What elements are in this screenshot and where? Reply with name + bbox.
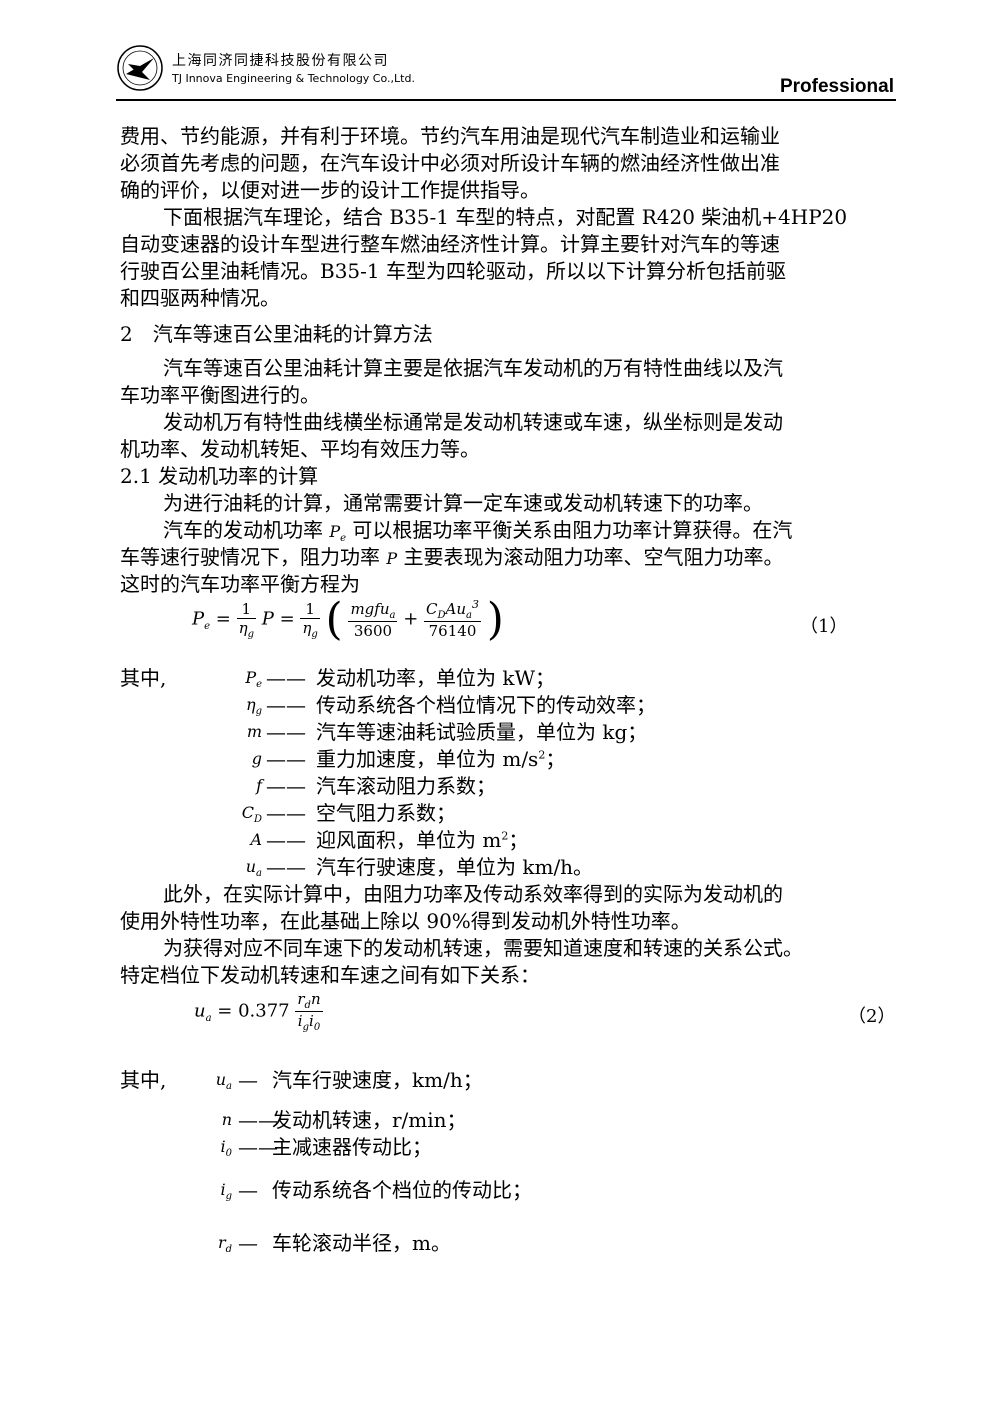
equation-number: （1）: [800, 616, 848, 637]
definition-dash: —: [238, 1178, 258, 1202]
definition-dash: ——: [266, 693, 306, 717]
definition-dash: ——: [266, 666, 306, 690]
symbol-description: 空气阻力系数；: [316, 801, 456, 825]
symbol-description: 迎风面积，单位为 m2；: [316, 828, 529, 852]
definition-dash: —: [238, 1231, 258, 1255]
company-name-cn: 上海同济同捷科技股份有限公司: [172, 53, 389, 69]
paragraph-line: 必须首先考虑的问题，在汽车设计中必须对所设计车辆的燃油经济性做出准: [120, 151, 780, 175]
symbol-description: 传动系统各个档位的传动比；: [272, 1178, 532, 1202]
definition-dash: ——: [238, 1108, 278, 1132]
paragraph-line: 特定档位下发动机转速和车速之间有如下关系：: [120, 963, 540, 987]
where-label: 其中,: [120, 1068, 167, 1092]
symbol-p: P: [386, 549, 398, 568]
paragraph-line: 汽车等速百公里油耗计算主要是依据汽车发动机的万有特性曲线以及汽: [163, 356, 783, 380]
symbol: ig: [220, 1180, 232, 1203]
subsection-heading: 2.1 发动机功率的计算: [120, 464, 319, 488]
paragraph-line: 使用外特性功率，在此基础上除以 90%得到发动机外特性功率。: [120, 909, 691, 933]
symbol: g: [251, 749, 262, 768]
header-rule: [116, 99, 896, 101]
definition-dash: —: [238, 1068, 258, 1092]
text-span: 车等速行驶情况下，阻力功率: [120, 545, 380, 569]
symbol-description: 车轮滚动半径，m。: [272, 1231, 451, 1255]
symbol-description: 发动机功率，单位为 kW；: [316, 666, 556, 690]
paragraph-line: 为进行油耗的计算，通常需要计算一定车速或发动机转速下的功率。: [163, 491, 763, 515]
symbol-description: 汽车行驶速度，单位为 km/h。: [316, 855, 594, 879]
symbol: m: [246, 722, 262, 741]
definition-dash: ——: [266, 774, 306, 798]
header-tag: Professional: [779, 76, 894, 97]
text-span: 汽车的发动机功率: [163, 518, 323, 542]
definition-dash: ——: [266, 747, 306, 771]
paragraph-line: 行驶百公里油耗情况。B35-1 车型为四轮驱动，所以以下计算分析包括前驱: [120, 259, 786, 283]
paragraph-line: 自动变速器的设计车型进行整车燃油经济性计算。计算主要针对汽车的等速: [120, 232, 780, 256]
symbol: CD: [241, 803, 262, 826]
symbol-description: 汽车行驶速度，km/h；: [272, 1068, 483, 1092]
paragraph-line: 此外，在实际计算中，由阻力功率及传动系效率得到的实际为发动机的: [163, 882, 783, 906]
paragraph-line: 费用、节约能源，并有利于环境。节约汽车用油是现代汽车制造业和运输业: [120, 124, 780, 148]
symbol-description: 发动机转速，r/min；: [272, 1108, 467, 1132]
symbol-description: 汽车滚动阻力系数；: [316, 774, 496, 798]
where-label: 其中,: [120, 666, 167, 690]
definition-dash: ——: [266, 855, 306, 879]
paragraph-line: 这时的汽车功率平衡方程为: [120, 572, 360, 596]
paragraph-line: 机功率、发动机转矩、平均有效压力等。: [120, 437, 480, 461]
paragraph-line: 车功率平衡图进行的。: [120, 383, 320, 407]
paragraph-line: 为获得对应不同车速下的发动机转速，需要知道速度和转速的关系公式。: [163, 936, 803, 960]
paragraph-line: 车等速行驶情况下，阻力功率 P 主要表现为滚动阻力功率、空气阻力功率。: [120, 543, 783, 573]
paragraph-line: 发动机万有特性曲线横坐标通常是发动机转速或车速，纵坐标则是发动: [163, 410, 783, 434]
symbol: i0: [220, 1137, 233, 1160]
symbol: ua: [215, 1070, 232, 1093]
symbol-description: 主减速器传动比；: [272, 1135, 432, 1159]
symbol-description: 汽车等速油耗试验质量，单位为 kg；: [316, 720, 648, 744]
symbol: A: [250, 830, 262, 849]
paragraph-line: 下面根据汽车理论，结合 B35-1 车型的特点，对配置 R420 柴油机+4HP…: [163, 205, 848, 229]
text-span: 可以根据功率平衡关系由阻力功率计算获得。在汽: [352, 518, 793, 542]
paragraph-line: 确的评价，以便对进一步的设计工作提供指导。: [120, 178, 540, 202]
symbol: rd: [217, 1233, 232, 1256]
symbol-pe: Pe: [329, 522, 347, 545]
symbol-description: 重力加速度，单位为 m/s2；: [316, 747, 566, 771]
text-span: 主要表现为滚动阻力功率、空气阻力功率。: [403, 545, 784, 569]
section-heading: 2 汽车等速百公里油耗的计算方法: [120, 322, 433, 346]
equation-number: （2）: [848, 1006, 896, 1027]
company-name-en: TJ Innova Engineering & Technology Co.,L…: [172, 72, 415, 85]
paragraph-line: 和四驱两种情况。: [120, 286, 280, 310]
paragraph-line: 汽车的发动机功率 Pe 可以根据功率平衡关系由阻力功率计算获得。在汽: [163, 516, 792, 553]
company-logo-icon: [117, 45, 163, 91]
symbol: Pe: [245, 668, 262, 691]
definition-dash: ——: [266, 801, 306, 825]
symbol: f: [256, 776, 262, 795]
definition-dash: ——: [266, 828, 306, 852]
symbol-description: 传动系统各个档位情况下的传动效率；: [316, 693, 656, 717]
definition-dash: ——: [266, 720, 306, 744]
symbol: ua: [245, 857, 262, 880]
symbol: n: [221, 1110, 232, 1129]
symbol: ηg: [246, 695, 262, 718]
definition-dash: ——: [238, 1135, 278, 1159]
